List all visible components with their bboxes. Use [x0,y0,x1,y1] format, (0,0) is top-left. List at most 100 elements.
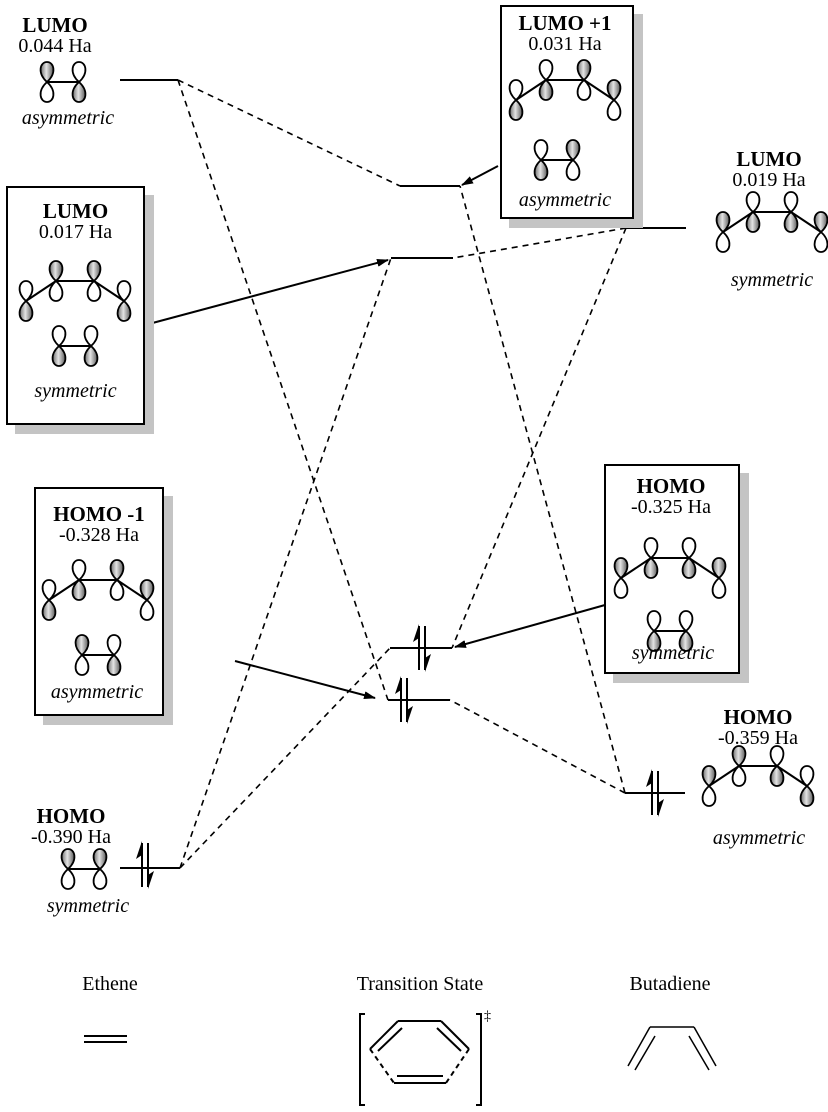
p-orbital-icon [71,559,87,601]
p-orbital-icon [715,211,731,253]
p-orbital-icon [106,634,122,676]
ts-lumo1-symmetry: asymmetric [518,189,612,211]
p-orbital-icon [86,260,102,302]
ethene-lumo-label: LUMO 0.044 Ha [10,14,100,57]
corr-but-lumo-ts-homo [451,227,627,649]
bond-line [515,79,547,101]
butadiene-homo-label: HOMO -0.359 Ha [696,706,820,749]
p-orbital-icon [769,745,785,787]
p-orbital-icon [745,191,761,233]
ts-homo1-box [34,487,164,716]
p-orbital-icon [711,557,727,599]
electron-pair-ts-homo-icon [413,624,431,672]
electron-pair-butadiene-homo-icon [646,769,664,817]
bond-line [48,579,80,601]
orbital-title: HOMO -1 [53,502,145,526]
bond-line [25,280,57,302]
p-orbital-icon [646,610,662,652]
bond-line [708,765,740,787]
p-orbital-icon [109,559,125,601]
ts-lumo1-label: LUMO +1 0.031 Ha [502,12,628,55]
orbital-title: HOMO [723,705,793,729]
corr-eth-homo-ts-homo [179,647,391,869]
ethene-homo-label: HOMO -0.390 Ha [26,805,116,848]
ts-homo-label: HOMO -0.325 Ha [606,475,736,518]
bond-line [93,280,125,302]
arrow-ts-lumo [144,258,389,326]
p-orbital-icon [783,191,799,233]
ts-lumo-label: LUMO 0.017 Ha [8,200,143,243]
corr-but-homo-ts-homo1 [449,699,626,794]
orbital-title: LUMO [42,199,109,223]
butadiene-homo-symmetry: asymmetric [712,827,806,849]
ts-homo-symmetry: symmetric [631,642,715,664]
orbital-title: LUMO [736,147,802,171]
p-orbital-icon [678,610,694,652]
arrow-ts-homo [454,604,606,648]
corr-eth-lumo-ts-lumo1 [177,79,401,187]
orbital-energy: -0.390 Ha [31,826,111,849]
p-orbital-icon [18,280,34,322]
p-orbital-icon [533,139,549,181]
orbital-title: HOMO [636,474,706,498]
legend-transition-state: Transition State [356,973,484,995]
bond-line [116,579,148,601]
arrow-ts-lumo1 [461,165,499,186]
ethene-structure-icon [84,1035,127,1043]
ethene-lumo-symmetry: asymmetric [21,107,115,129]
p-orbital-icon [41,579,57,621]
p-orbital-icon [116,280,132,322]
butadiene-structure-icon [627,1026,717,1071]
orbital-title: LUMO +1 [518,11,612,35]
p-orbital-icon [508,79,524,121]
orbital-energy: -0.328 Ha [59,524,139,547]
p-orbital-icon [538,59,554,101]
orbital-energy: 0.031 Ha [528,33,602,56]
p-orbital-icon [613,557,629,599]
p-orbital-icon [71,61,87,103]
electron-pair-ts-homo1-icon [395,676,413,724]
electron-pair-ethene-homo-icon [136,841,154,889]
orbital-energy: -0.325 Ha [631,496,711,519]
corr-but-lumo-ts-lumo [452,227,627,259]
orbital-title: HOMO [36,804,106,828]
bond-line [790,211,822,233]
p-orbital-icon [39,61,55,103]
p-orbital-icon [731,745,747,787]
arrow-ts-homo1 [234,660,376,700]
ts-lumo-symmetry: symmetric [34,380,117,402]
p-orbital-icon [48,260,64,302]
p-orbital-icon [681,537,697,579]
p-orbital-icon [92,848,108,890]
double-dagger-mark: ‡ [484,1009,491,1024]
legend-butadiene: Butadiene [629,973,711,995]
transition-state-structure-icon [359,1013,482,1106]
p-orbital-icon [701,765,717,807]
bond-line [776,765,808,787]
p-orbital-icon [643,537,659,579]
p-orbital-icon [576,59,592,101]
p-orbital-icon [139,579,155,621]
ethene-homo-symmetry: symmetric [46,895,130,917]
ts-homo1-label: HOMO -1 -0.328 Ha [36,503,162,546]
p-orbital-icon [606,79,622,121]
bond-line [620,557,652,579]
orbital-title: LUMO [22,13,88,37]
p-orbital-icon [74,634,90,676]
butadiene-lumo-label: LUMO 0.019 Ha [710,148,828,191]
legend-ethene: Ethene [82,973,138,995]
orbital-energy: 0.019 Ha [732,169,806,192]
bond-line [583,79,615,101]
orbital-energy: 0.017 Ha [38,221,113,244]
bond-line [722,211,754,233]
p-orbital-icon [51,325,67,367]
corr-but-homo-ts-lumo1 [459,185,626,794]
p-orbital-icon [83,325,99,367]
ts-homo1-symmetry: asymmetric [50,681,144,703]
p-orbital-icon [60,848,76,890]
orbital-energy: -0.359 Ha [718,727,798,750]
p-orbital-icon [813,211,828,253]
butadiene-lumo-symmetry: symmetric [730,269,814,291]
